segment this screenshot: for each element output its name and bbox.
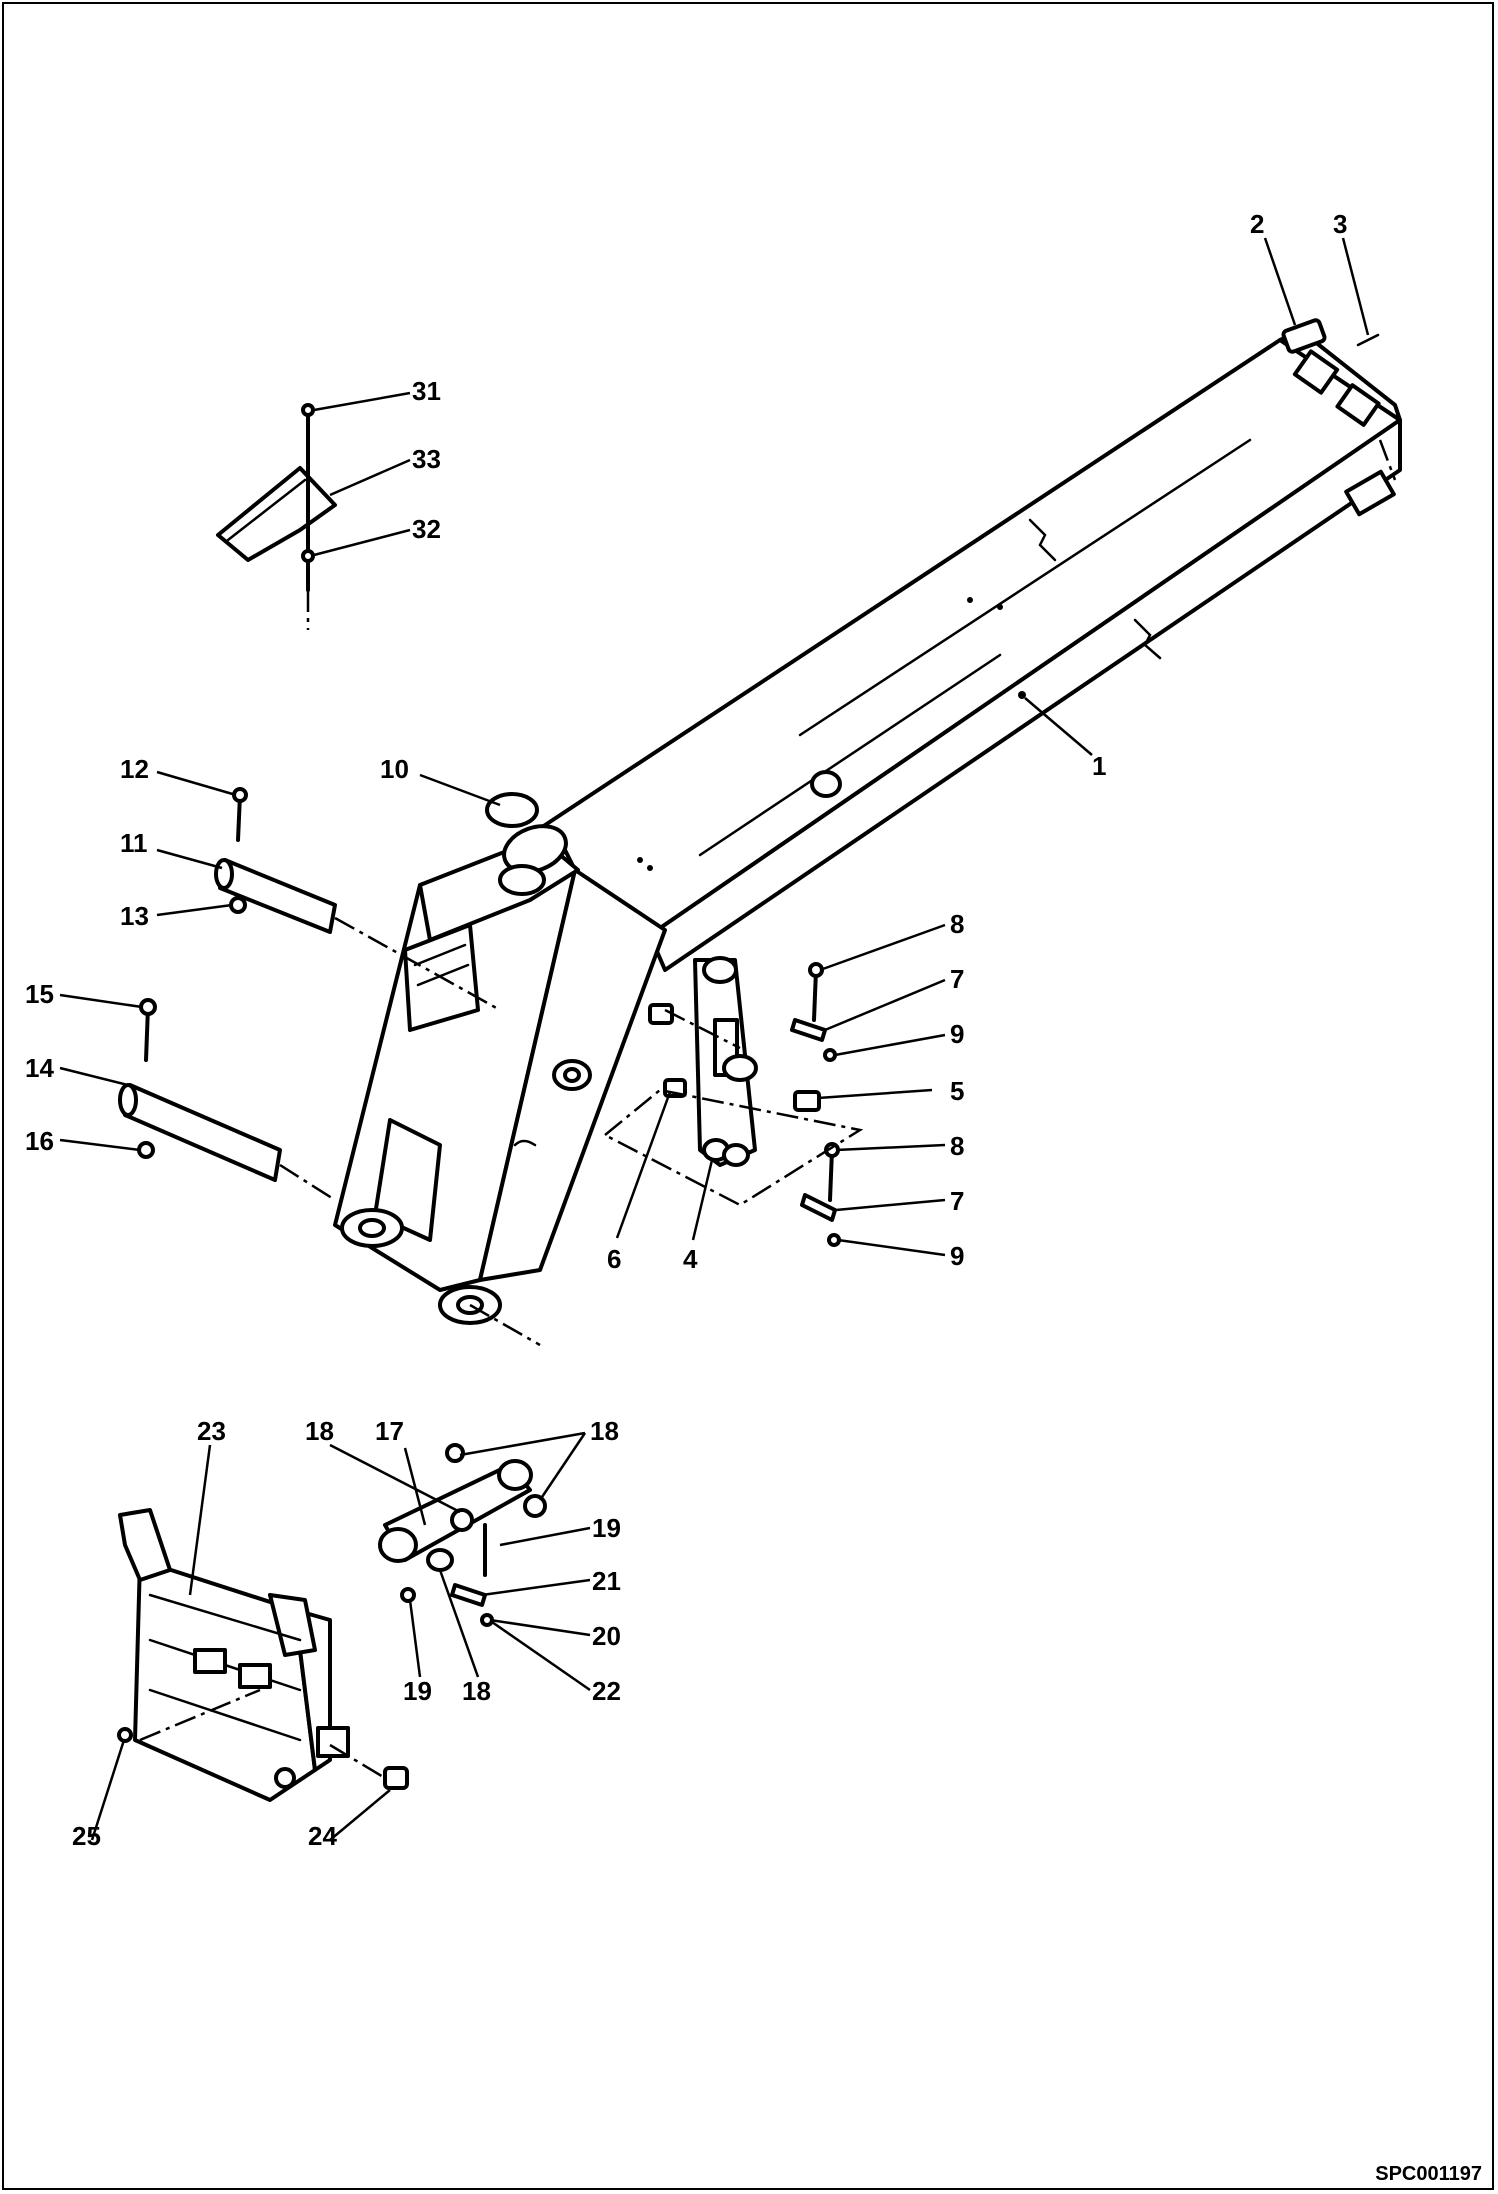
callout-13: 13 — [120, 901, 149, 931]
callout-9-lower: 9 — [950, 1241, 964, 1271]
callout-15: 15 — [25, 979, 54, 1009]
callout-23: 23 — [197, 1416, 226, 1446]
callout-18-right: 18 — [590, 1416, 619, 1446]
mounting-block — [118, 1508, 350, 1802]
callout-20: 20 — [592, 1621, 621, 1651]
callout-24: 24 — [308, 1821, 337, 1851]
callout-8-upper: 8 — [950, 909, 964, 939]
boom-arm — [528, 328, 1402, 972]
callout-7-upper: 7 — [950, 964, 964, 994]
callout-17: 17 — [375, 1416, 404, 1446]
callout-18-bottom: 18 — [462, 1676, 491, 1706]
link — [378, 1459, 533, 1572]
callout-labels: 1 2 3 4 5 6 7 7 8 8 9 9 10 11 12 13 14 1… — [25, 209, 1347, 1851]
callout-14: 14 — [25, 1053, 54, 1083]
callout-7-lower: 7 — [950, 1186, 964, 1216]
callout-2: 2 — [1250, 209, 1264, 239]
link-arm — [693, 956, 758, 1167]
callout-19-right: 19 — [592, 1513, 621, 1543]
callout-6: 6 — [607, 1244, 621, 1274]
leader-lines — [59, 237, 1370, 1841]
callout-1: 1 — [1092, 751, 1106, 781]
callout-4: 4 — [683, 1244, 698, 1274]
callout-21: 21 — [592, 1566, 621, 1596]
callout-19-bottom: 19 — [403, 1676, 432, 1706]
cover-plate — [216, 466, 337, 562]
callout-11: 11 — [120, 828, 148, 858]
callout-33: 33 — [412, 444, 441, 474]
callout-18-left: 18 — [305, 1416, 334, 1446]
cover-plate-edge — [226, 478, 307, 542]
pins — [118, 858, 337, 1182]
callout-25: 25 — [72, 1821, 101, 1851]
small-hardware — [117, 318, 1380, 1790]
callout-8-lower: 8 — [950, 1131, 964, 1161]
assembly-lines — [139, 439, 1397, 1780]
callout-12: 12 — [120, 754, 149, 784]
callout-10: 10 — [380, 754, 409, 784]
callout-31: 31 — [412, 376, 441, 406]
plug — [485, 792, 539, 828]
callout-16: 16 — [25, 1126, 54, 1156]
callout-9-upper: 9 — [950, 1019, 964, 1049]
drawing-code: SPC001197 — [1375, 2163, 1482, 2185]
callout-5: 5 — [950, 1076, 964, 1106]
callout-3: 3 — [1333, 209, 1347, 239]
callout-32: 32 — [412, 514, 441, 544]
callout-22: 22 — [592, 1676, 621, 1706]
